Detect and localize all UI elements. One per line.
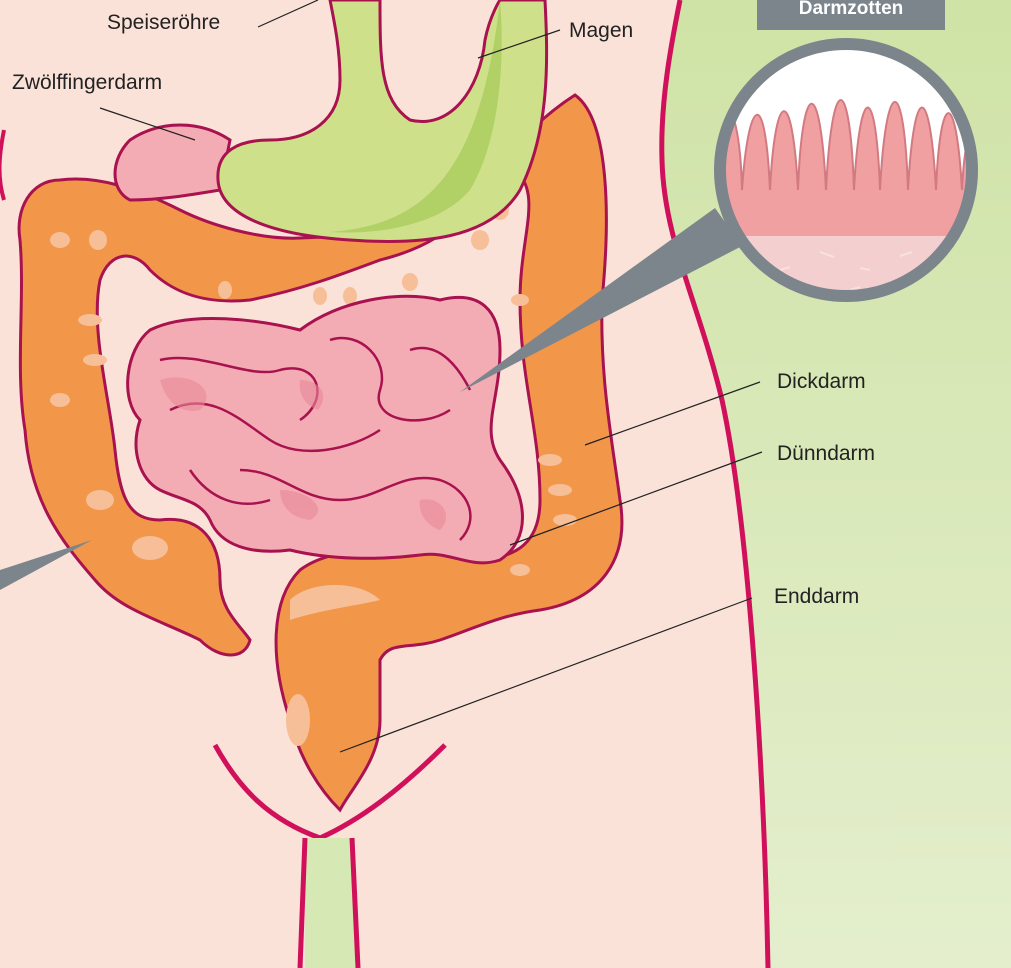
label-enddarm: Enddarm [774,585,859,608]
anal-canal [305,838,355,968]
duodenum [115,125,230,200]
label-duenndarm: Dünndarm [777,442,875,465]
label-speiseroehre: Speiseröhre [107,11,220,34]
label-dickdarm: Dickdarm [777,370,866,393]
body-outline-left [0,130,4,200]
lower-left-pointer [0,540,92,590]
label-zwoelffingerdarm: Zwölffingerdarm [12,71,162,94]
label-magen: Magen [569,19,633,42]
inset-title: Darmzotten [799,0,904,19]
